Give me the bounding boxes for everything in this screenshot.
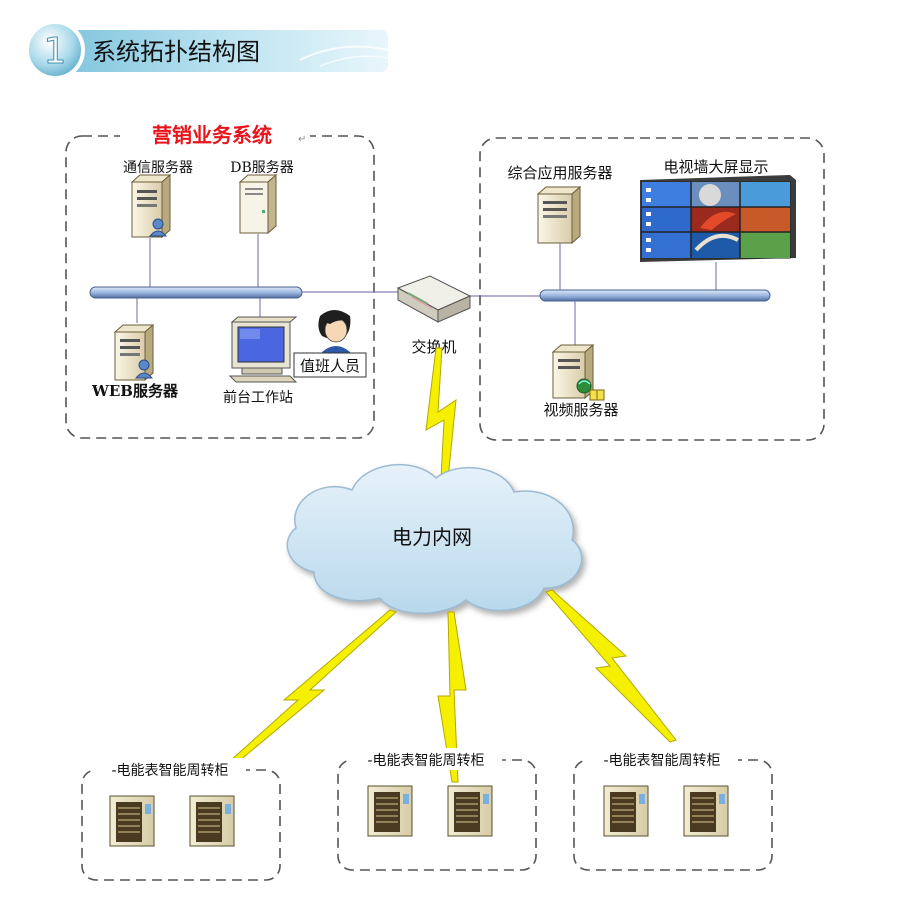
- lightning-link-middle: [437, 611, 467, 783]
- app-server-icon: [536, 185, 582, 245]
- workstation-icon: [228, 316, 298, 383]
- marketing-system-title: 营销业务系统: [152, 123, 272, 147]
- lightning-link-right: [545, 589, 677, 743]
- video-wall-icon: [640, 175, 796, 262]
- duty-staff-icon: [318, 310, 351, 356]
- switch-label: 交换机: [411, 338, 456, 356]
- marketing-system-group: 营销业务系统 ↵ 通信服务器 DB服务器: [65, 121, 375, 439]
- right-network-bus: [539, 289, 771, 302]
- cabinet-icon: [683, 785, 729, 837]
- cabinet-icon: [367, 785, 413, 837]
- workstation-label: 前台工作站: [223, 389, 293, 406]
- cabinet-icon: [603, 785, 649, 837]
- lightning-link-left: [219, 609, 397, 773]
- comm-server-icon: [130, 173, 172, 239]
- page-title: 系统拓扑结构图: [92, 38, 260, 66]
- cabinet-group-2: -电能表智能周转柜: [337, 748, 537, 871]
- web-server-icon: [113, 323, 155, 382]
- video-server-icon: [551, 343, 605, 401]
- cabinet-group-label: -电能表智能周转柜: [111, 763, 228, 779]
- db-server-label: DB服务器: [230, 160, 294, 176]
- left-network-bus: [89, 286, 303, 299]
- cabinet-icon: [189, 795, 235, 847]
- app-server-label: 综合应用服务器: [507, 164, 612, 182]
- svg-text:↵: ↵: [298, 134, 306, 145]
- right-group: 综合应用服务器 电视墙大屏显示: [479, 137, 825, 441]
- duty-staff-label-box: [293, 352, 367, 378]
- header-banner: [50, 30, 388, 72]
- right-group-box: [479, 137, 825, 441]
- cabinet-group-3: -电能表智能周转柜: [573, 748, 773, 871]
- step-circle: [25, 20, 85, 80]
- cabinet-icon: [109, 795, 155, 847]
- cabinet-icon: [447, 785, 493, 837]
- step-number: 1: [44, 31, 67, 72]
- db-server-icon: [238, 173, 278, 235]
- cabinet-group-1: -电能表智能周转柜: [81, 758, 281, 881]
- power-intranet-cloud: [286, 464, 583, 614]
- video-server-label: 视频服务器: [543, 401, 618, 419]
- comm-server-label: 通信服务器: [123, 160, 193, 176]
- duty-staff-label: 值班人员: [300, 357, 360, 375]
- switch-icon: [396, 275, 472, 323]
- cabinet-group-label: -电能表智能周转柜: [603, 753, 720, 769]
- cabinet-group-label: -电能表智能周转柜: [367, 753, 484, 769]
- power-intranet-label: 电力内网: [392, 525, 472, 549]
- section-header: 1 系统拓扑结构图: [25, 20, 389, 80]
- video-wall-label: 电视墙大屏显示: [663, 158, 768, 176]
- web-server-label: WEB服务器: [91, 382, 179, 400]
